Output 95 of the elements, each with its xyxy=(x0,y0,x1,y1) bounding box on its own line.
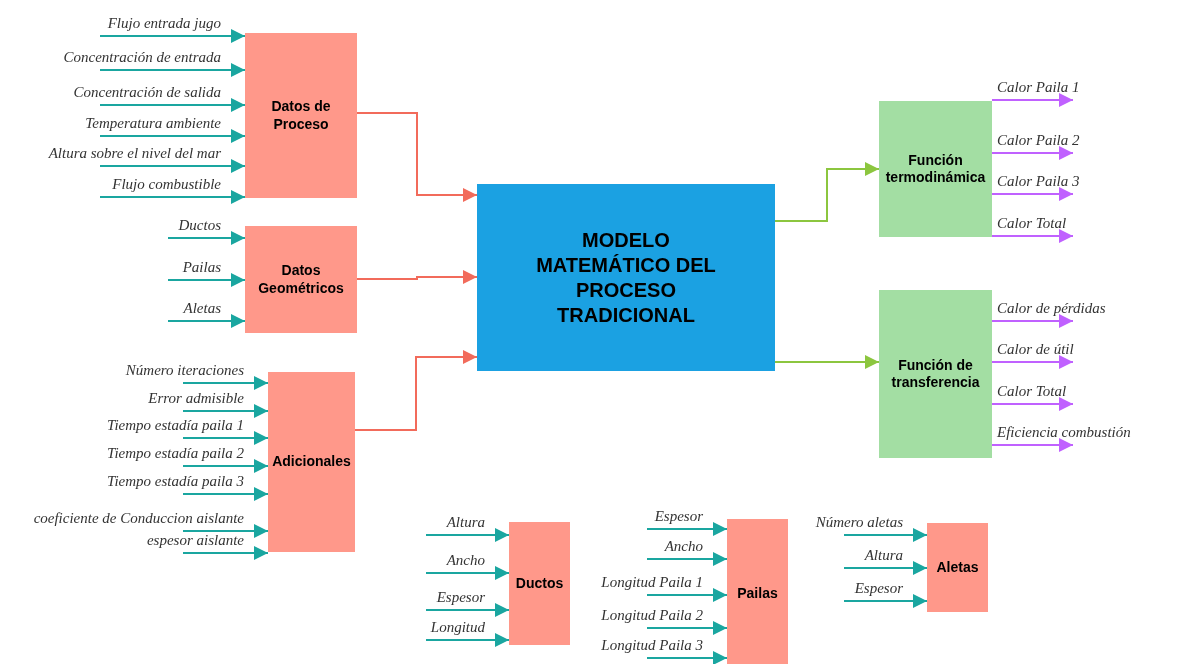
process-box xyxy=(268,372,355,552)
arrow xyxy=(991,397,1074,411)
edge-label: Tiempo estadía paila 1 xyxy=(106,417,244,433)
arrow xyxy=(843,561,928,575)
edge-label: Longitud Paila 1 xyxy=(601,574,703,590)
edge-label: Concentración de salida xyxy=(73,84,221,100)
process-box xyxy=(477,184,775,371)
arrow xyxy=(182,524,269,538)
arrow xyxy=(425,603,510,617)
arrow xyxy=(991,187,1074,201)
arrow xyxy=(991,146,1074,160)
arrow xyxy=(356,112,478,202)
arrow xyxy=(182,431,269,445)
edge-label: Espesor xyxy=(436,589,485,605)
edge-label: Número aletas xyxy=(815,514,903,530)
arrow xyxy=(99,63,246,77)
node-label: Datos Geométricos xyxy=(257,262,345,297)
arrow xyxy=(167,231,246,245)
edge-label: Número iteraciones xyxy=(125,362,244,378)
edge-label: Calor de pérdidas xyxy=(997,300,1106,316)
arrow xyxy=(182,546,269,560)
arrow xyxy=(646,588,728,602)
edge-label: Pailas xyxy=(182,259,221,275)
edge-label: Calor Paila 2 xyxy=(997,132,1080,148)
edge-label: Calor Paila 1 xyxy=(997,79,1080,95)
arrow xyxy=(99,190,246,204)
edge-label: Longitud Paila 2 xyxy=(601,607,703,623)
edge-label: Flujo combustible xyxy=(112,176,221,192)
arrow xyxy=(425,633,510,647)
edge-label: Concentración de entrada xyxy=(63,49,221,65)
process-box xyxy=(245,226,357,333)
edge-label: Ancho xyxy=(664,538,703,554)
arrow xyxy=(646,552,728,566)
edge-label: Aletas xyxy=(183,300,221,316)
edge-label: Calor de útil xyxy=(997,341,1074,357)
edge-label: Altura xyxy=(864,547,903,563)
arrow xyxy=(99,98,246,112)
arrow xyxy=(356,270,478,284)
edge-label: Longitud xyxy=(430,619,485,635)
arrow xyxy=(182,459,269,473)
arrow xyxy=(646,651,728,664)
node-label: Aletas xyxy=(936,558,979,577)
process-box xyxy=(927,523,988,612)
edge-label: Longitud Paila 3 xyxy=(601,637,703,653)
edge-label: Ductos xyxy=(178,217,221,233)
process-box xyxy=(509,522,570,645)
arrow xyxy=(774,162,880,222)
arrow xyxy=(167,314,246,328)
arrow xyxy=(182,487,269,501)
node-label: Datos de Proceso xyxy=(270,98,332,133)
edge-label: Ancho xyxy=(446,552,485,568)
arrow xyxy=(425,528,510,542)
arrow xyxy=(991,355,1074,369)
arrow xyxy=(774,355,880,369)
node-label: Adicionales xyxy=(272,453,351,471)
node-label: Función termodinámica xyxy=(884,151,987,187)
process-box xyxy=(879,290,992,458)
edge-label: Altura xyxy=(446,514,485,530)
node-label: Función de transferencia xyxy=(890,356,981,392)
edge-label: Tiempo estadía paila 3 xyxy=(106,473,244,489)
node-label: Ductos xyxy=(515,574,564,593)
edge-label: Tiempo estadía paila 2 xyxy=(106,445,244,461)
edge-label: Altura sobre el nivel del mar xyxy=(48,145,221,161)
node-label: MODELO MATEMÁTICO DEL PROCESO TRADICIONAL xyxy=(535,227,717,328)
edge-label: Calor Total xyxy=(997,383,1067,399)
arrow xyxy=(843,528,928,542)
edge-label: Espesor xyxy=(654,508,703,524)
process-box xyxy=(727,519,788,664)
edge-label: Eficiencia combustión xyxy=(997,424,1131,440)
edge-label: Calor Paila 3 xyxy=(997,173,1080,189)
arrow xyxy=(99,29,246,43)
arrow xyxy=(991,314,1074,328)
arrow xyxy=(646,522,728,536)
arrow xyxy=(425,566,510,580)
arrow xyxy=(843,594,928,608)
arrow xyxy=(991,93,1074,107)
edge-label: Espesor xyxy=(854,580,903,596)
edge-label: espesor aislante xyxy=(146,532,244,548)
process-box xyxy=(879,101,992,237)
arrow xyxy=(182,376,269,390)
process-box xyxy=(245,33,357,198)
edge-label: Error admisible xyxy=(148,390,244,406)
edge-label: coeficiente de Conduccion aislante xyxy=(33,510,244,526)
arrow xyxy=(991,229,1074,243)
arrow xyxy=(99,129,246,143)
arrow xyxy=(991,438,1074,452)
arrow xyxy=(167,273,246,287)
arrow xyxy=(182,404,269,418)
edge-label: Calor Total xyxy=(997,215,1067,231)
arrow xyxy=(99,159,246,173)
edge-label: Temperatura ambiente xyxy=(85,115,221,131)
edge-label: Flujo entrada jugo xyxy=(107,15,221,31)
arrow xyxy=(646,621,728,635)
arrow xyxy=(354,350,478,431)
node-label: Pailas xyxy=(737,585,778,603)
